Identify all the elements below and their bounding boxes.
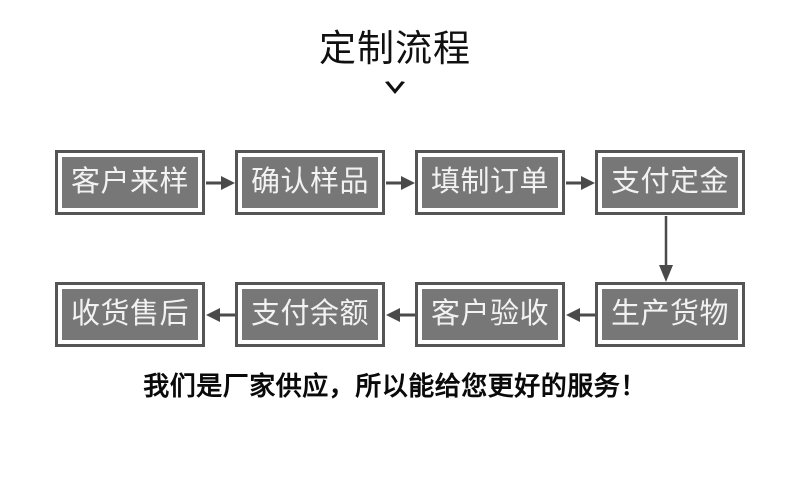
page-title: 定制流程 xyxy=(319,28,471,69)
arrow-left-icon xyxy=(206,305,235,325)
flow-node-step-4[interactable]: 支付定金 xyxy=(595,150,745,215)
flow-node-fill: 客户验收 xyxy=(422,289,558,340)
flow-node-label: 支付余额 xyxy=(250,298,369,330)
arrow-right-icon xyxy=(566,173,595,193)
arrow-down-icon xyxy=(657,216,675,282)
flow-node-fill: 支付定金 xyxy=(602,157,738,208)
arrow-right-icon xyxy=(206,173,235,193)
flow-node-step-1[interactable]: 客户来样 xyxy=(55,150,205,215)
footer-tagline: 我们是厂家供应，所以能给您更好的服务！ xyxy=(143,371,647,401)
flow-node-step-6[interactable]: 客户验收 xyxy=(415,282,565,347)
flow-node-step-8[interactable]: 收货售后 xyxy=(55,282,205,347)
flow-node-fill: 确认样品 xyxy=(242,157,378,208)
flow-node-label: 确认样品 xyxy=(250,166,369,198)
arrow-left-icon xyxy=(566,305,595,325)
flow-node-label: 支付定金 xyxy=(610,166,729,198)
flow-node-fill: 生产货物 xyxy=(602,289,738,340)
chevron-down-icon xyxy=(0,79,790,101)
flow-node-label: 填制订单 xyxy=(430,166,549,198)
flow-node-fill: 支付余额 xyxy=(242,289,378,340)
flow-node-label: 客户验收 xyxy=(430,298,549,330)
flow-node-step-5[interactable]: 生产货物 xyxy=(595,282,745,347)
flow-node-step-2[interactable]: 确认样品 xyxy=(235,150,385,215)
arrow-left-icon xyxy=(386,305,415,325)
flow-node-fill: 填制订单 xyxy=(422,157,558,208)
flow-node-label: 客户来样 xyxy=(70,166,189,198)
flow-node-fill: 收货售后 xyxy=(62,289,198,340)
flow-node-label: 收货售后 xyxy=(70,298,189,330)
flow-node-step-3[interactable]: 填制订单 xyxy=(415,150,565,215)
flow-node-fill: 客户来样 xyxy=(62,157,198,208)
flow-node-step-7[interactable]: 支付余额 xyxy=(235,282,385,347)
arrow-right-icon xyxy=(386,173,415,193)
flow-node-label: 生产货物 xyxy=(610,298,729,330)
